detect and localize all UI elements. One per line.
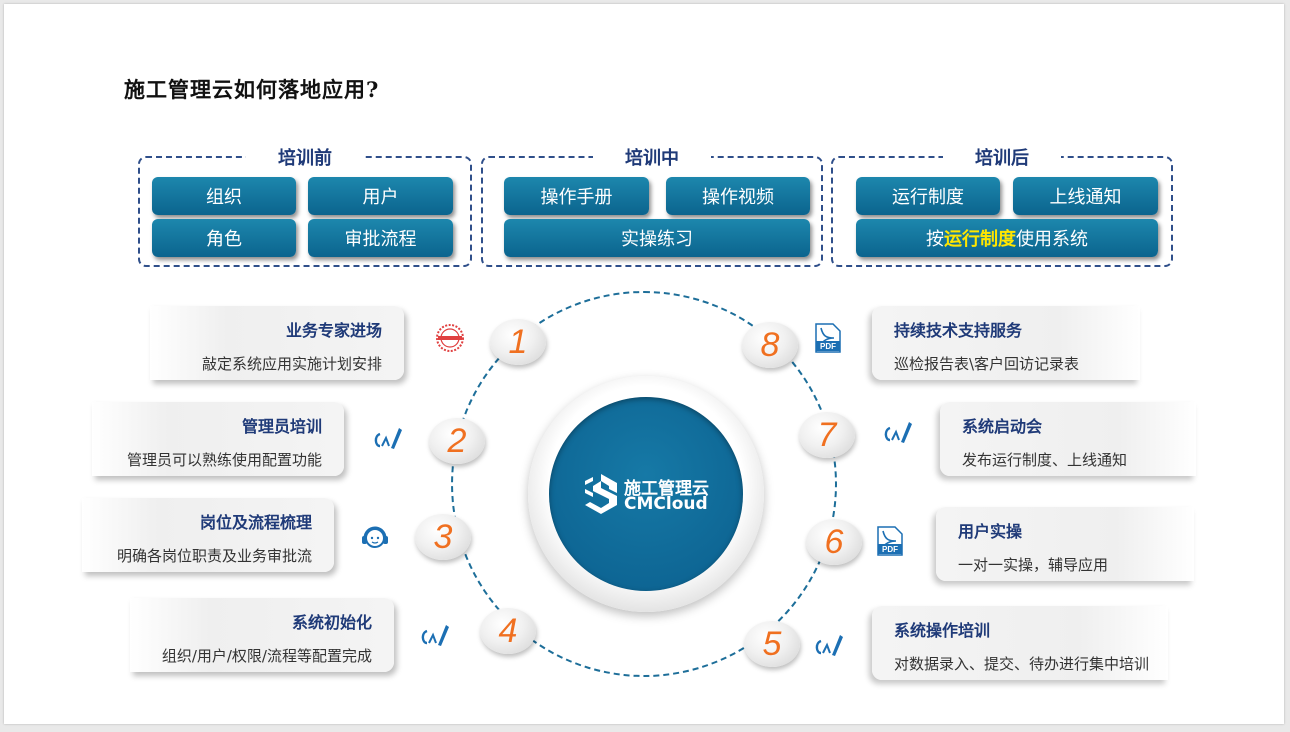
- button-users[interactable]: 用户: [308, 177, 453, 215]
- wide-highlight: 运行制度: [944, 229, 1016, 250]
- step-desc: 明确各岗位职责及业务审批流: [116, 547, 312, 565]
- pen-icon: [884, 422, 912, 443]
- group-title: 培训前: [246, 144, 364, 170]
- step-card-4: 系统初始化 组织/用户/权限/流程等配置完成: [130, 598, 394, 672]
- step-card-3: 岗位及流程梳理 明确各岗位职责及业务审批流: [82, 498, 334, 572]
- process-ring: [451, 291, 837, 677]
- button-video[interactable]: 操作视频: [666, 177, 810, 215]
- brand-name-cn: 施工管理云: [624, 479, 709, 499]
- step-number-8: 8: [742, 322, 798, 368]
- cmcloud-logo-icon: [585, 474, 617, 514]
- step-title: 系统初始化: [291, 613, 372, 632]
- step-number-5: 5: [744, 621, 800, 667]
- wide-suffix: 使用系统: [1016, 229, 1088, 250]
- step-desc: 一对一实操，辅导应用: [958, 556, 1109, 574]
- step-title: 持续技术支持服务: [894, 321, 1023, 340]
- step-title: 管理员培训: [241, 417, 322, 436]
- step-desc: 管理员可以熟练使用配置功能: [126, 451, 322, 469]
- step-card-8: 持续技术支持服务 巡检报告表\客户回访记录表: [872, 306, 1140, 380]
- button-operating-rules[interactable]: 运行制度: [856, 177, 1000, 215]
- step-desc: 对数据录入、提交、待办进行集中培训: [894, 655, 1150, 673]
- page-title: 施工管理云如何落地应用?: [124, 77, 380, 102]
- svg-text:PDF: PDF: [882, 545, 898, 554]
- group-title: 培训中: [593, 144, 711, 170]
- button-practice[interactable]: 实操练习: [504, 219, 810, 257]
- brand-name-en: CMCloud: [624, 494, 708, 514]
- hub-inner-circle: [549, 397, 743, 591]
- wide-prefix: 按: [926, 229, 944, 250]
- group-after-training: 培训后: [831, 144, 1173, 267]
- slide: 施工管理云如何落地应用? 培训前 组织 用户 角色 审批流程 培训中 操作手册 …: [4, 4, 1284, 724]
- step-title: 系统启动会: [962, 417, 1043, 436]
- svg-text:PDF: PDF: [820, 342, 836, 351]
- group-title: 培训后: [943, 144, 1061, 170]
- step-title: 用户实操: [958, 522, 1023, 541]
- button-organization[interactable]: 组织: [152, 177, 296, 215]
- step-title: 业务专家进场: [285, 321, 382, 340]
- pen-icon: [815, 635, 843, 656]
- step-desc: 组织/用户/权限/流程等配置完成: [161, 647, 372, 665]
- button-roles[interactable]: 角色: [152, 219, 296, 257]
- step-card-6: 用户实操 一对一实操，辅导应用: [936, 507, 1194, 581]
- group-during-training: 培训中: [481, 144, 823, 267]
- step-number-6: 6: [806, 519, 862, 565]
- pen-icon: [374, 428, 402, 449]
- step-card-2: 管理员培训 管理员可以熟练使用配置功能: [92, 402, 344, 476]
- step-title: 系统操作培训: [894, 621, 991, 640]
- stamp-icon: [436, 324, 464, 352]
- button-use-system-by-rules[interactable]: 按运行制度使用系统: [856, 219, 1158, 257]
- button-launch-notice[interactable]: 上线通知: [1013, 177, 1158, 215]
- step-number-4: 4: [480, 608, 536, 654]
- headset-icon: [362, 526, 388, 548]
- step-desc: 发布运行制度、上线通知: [962, 451, 1128, 469]
- step-desc: 敲定系统应用实施计划安排: [201, 355, 382, 373]
- step-desc: 巡检报告表\客户回访记录表: [894, 355, 1080, 373]
- step-number-2: 2: [429, 418, 485, 464]
- pdf-icon: PDF: [877, 526, 903, 556]
- step-card-7: 系统启动会 发布运行制度、上线通知: [940, 402, 1196, 476]
- button-approval-flow[interactable]: 审批流程: [308, 219, 453, 257]
- step-card-1: 业务专家进场 敲定系统应用实施计划安排: [150, 306, 404, 380]
- step-number-1: 1: [490, 319, 546, 365]
- step-number-3: 3: [415, 514, 471, 560]
- step-number-7: 7: [799, 412, 855, 458]
- button-manual[interactable]: 操作手册: [504, 177, 649, 215]
- step-card-5: 系统操作培训 对数据录入、提交、待办进行集中培训: [872, 606, 1168, 680]
- pen-icon: [421, 625, 449, 646]
- step-title: 岗位及流程梳理: [199, 513, 312, 532]
- pdf-icon: PDF: [815, 323, 841, 353]
- group-before-training: 培训前: [138, 144, 472, 267]
